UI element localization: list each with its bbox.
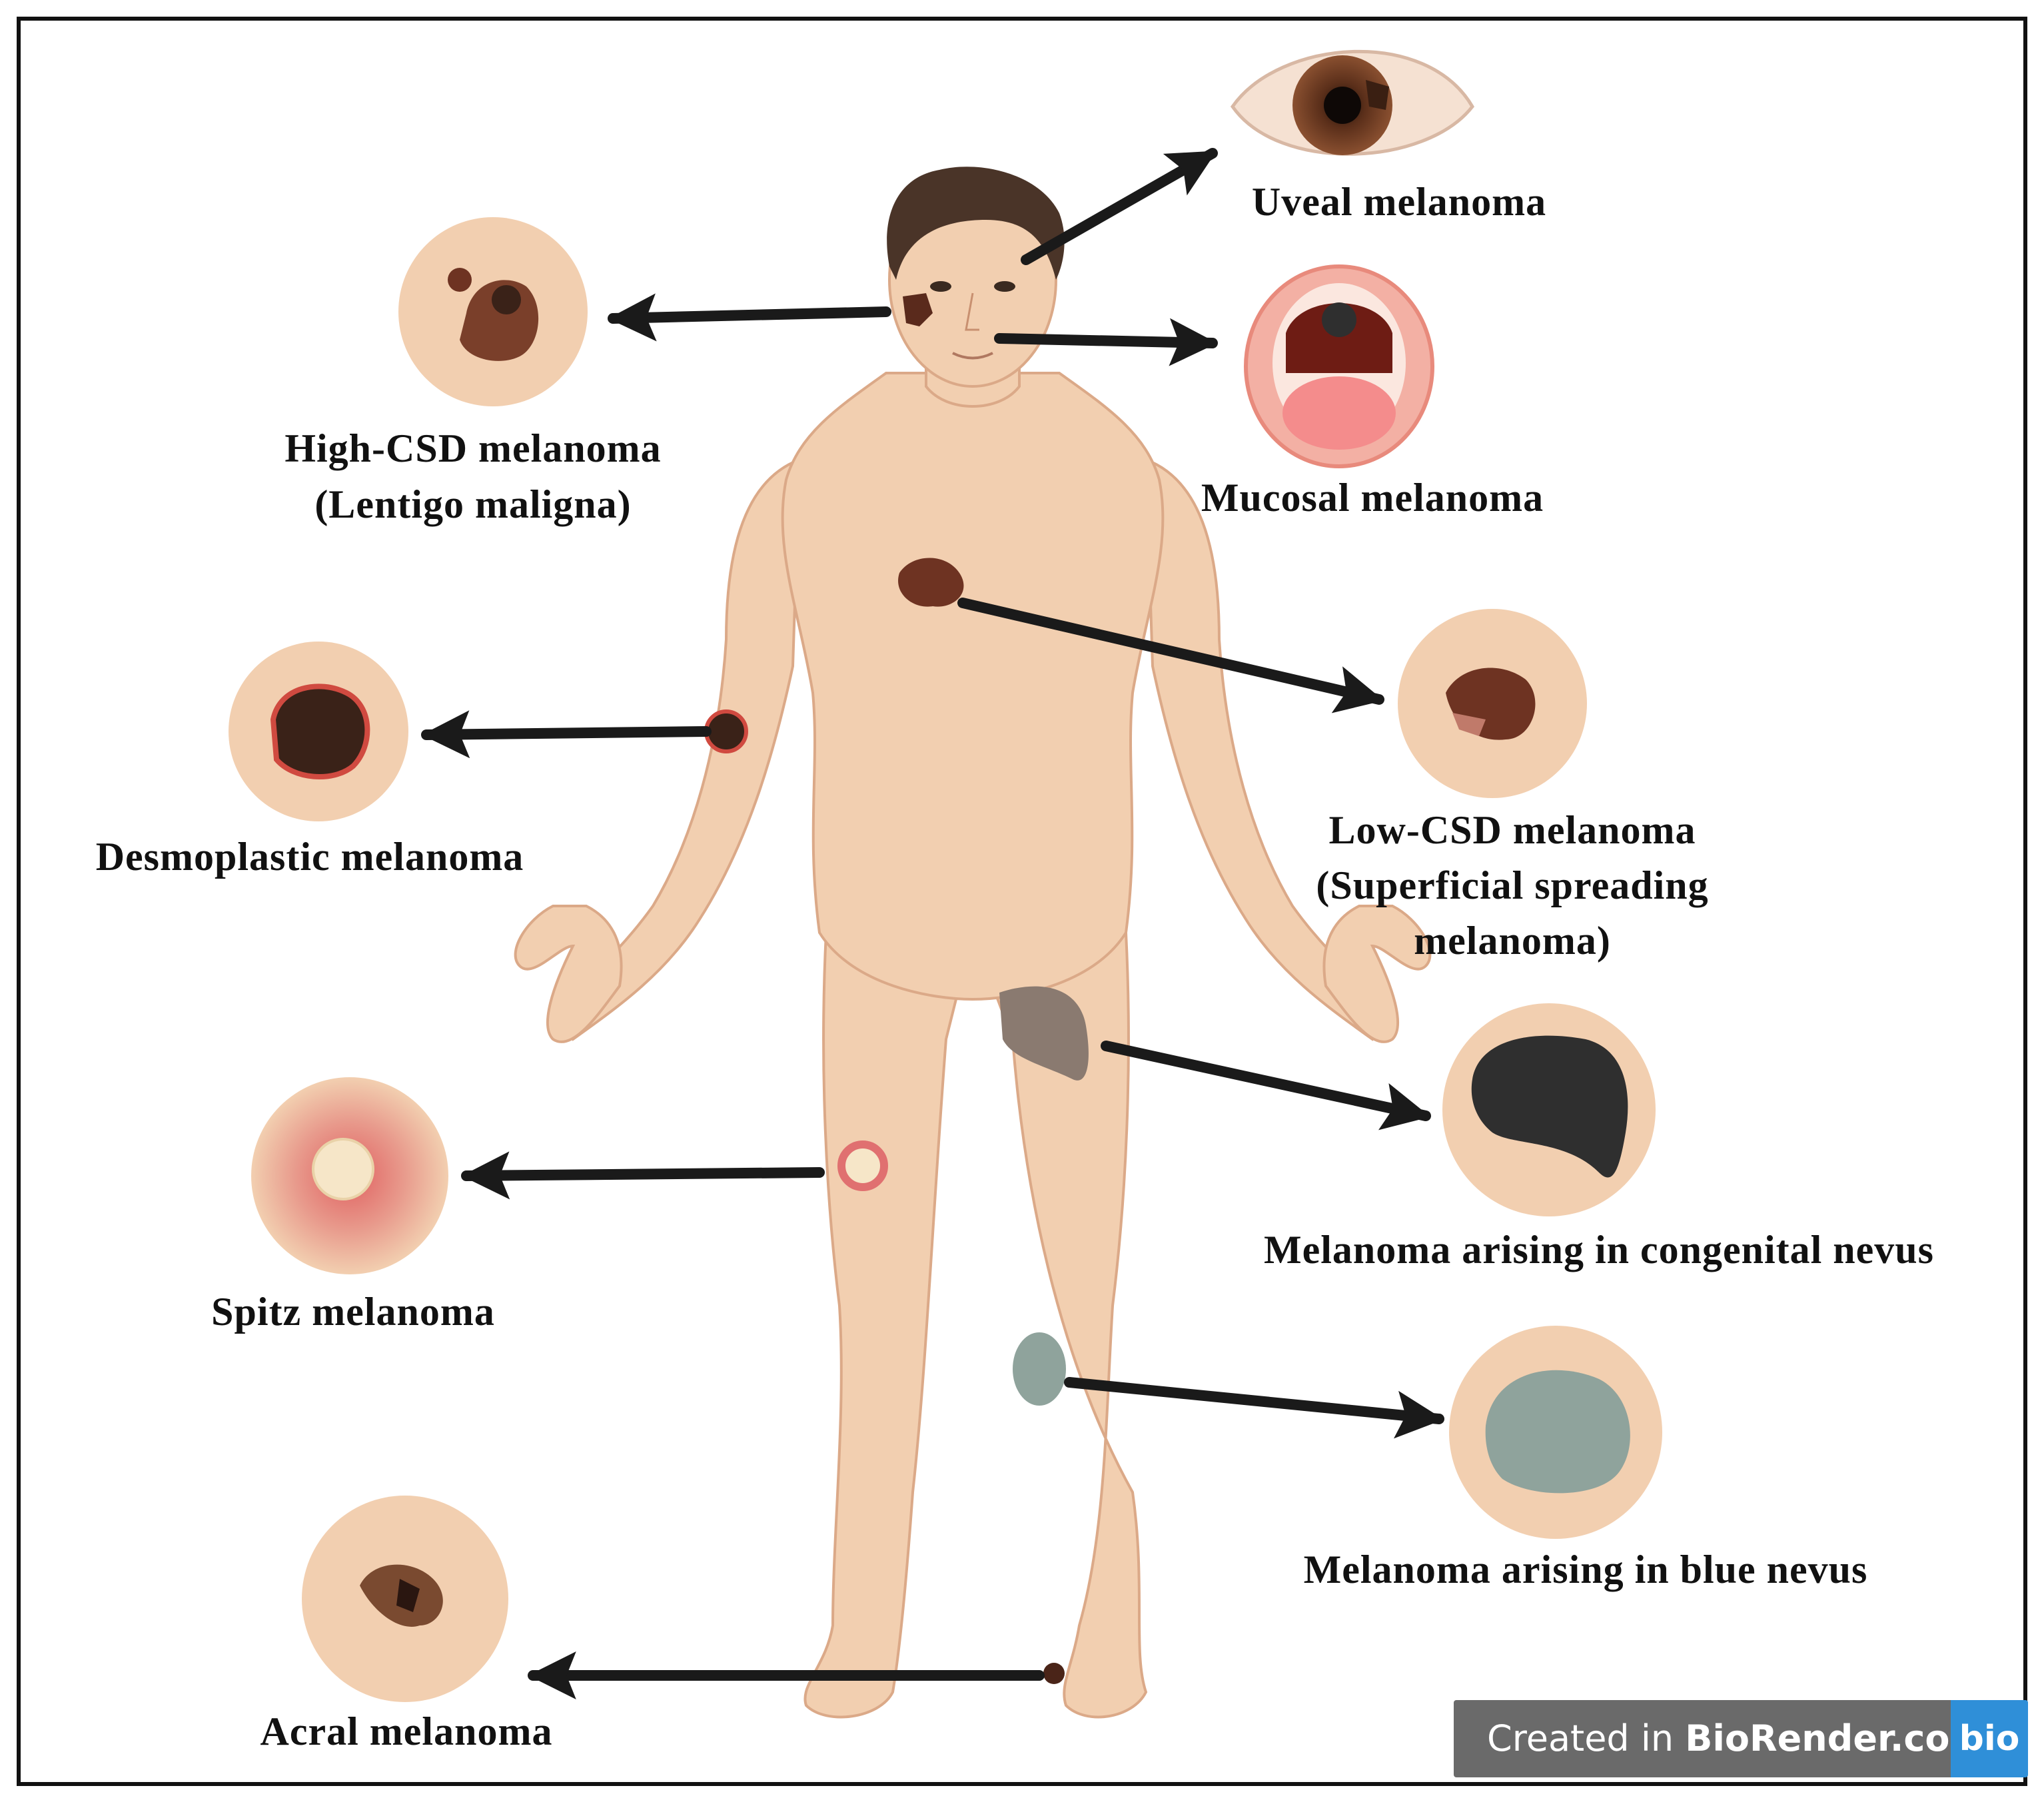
body-lesions: [704, 293, 1089, 1684]
foot-lesion: [1043, 1663, 1065, 1684]
torso: [781, 372, 1165, 1001]
knee-lesion: [837, 1140, 888, 1191]
right-hand: [514, 905, 623, 1043]
label-acral: Acral melanoma: [260, 1709, 553, 1753]
right-leg: [803, 931, 961, 1719]
congenital-circle: [1442, 1003, 1656, 1216]
badge-brand: BioRender.com: [1685, 1717, 1987, 1759]
label-low-csd-line3: melanoma): [1414, 919, 1611, 963]
hair: [887, 167, 1065, 280]
arrow-high-csd: [608, 293, 891, 342]
high-csd-circle: [398, 217, 588, 406]
frame-border: [17, 17, 2027, 1786]
label-uveal: Uveal melanoma: [1251, 180, 1547, 224]
biorender-logo-icon: bio: [1951, 1700, 2028, 1777]
uveal-eye-image: [1230, 50, 1475, 156]
low-csd-circle: [1398, 609, 1587, 798]
mouth: [952, 352, 993, 360]
mucosal-mouth-image: [1244, 264, 1434, 468]
arrow-mucosal: [994, 318, 1218, 366]
left-hand: [1322, 905, 1432, 1043]
badge-prefix: Created in: [1487, 1717, 1686, 1759]
badge-text: Created in BioRender.com: [1487, 1700, 1987, 1777]
arrows: [421, 148, 1444, 1699]
label-mucosal: Mucosal melanoma: [1201, 476, 1544, 520]
label-high-csd-line2: (Lentigo maligna): [314, 482, 632, 526]
arrow-low-csd: [957, 598, 1384, 713]
left-leg: [991, 931, 1148, 1719]
arm-lesion: [704, 709, 748, 753]
label-low-csd-line1: Low-CSD melanoma: [1328, 808, 1696, 852]
biorender-badge: Created in BioRender.com bio: [1454, 1700, 2028, 1777]
label-desmoplastic: Desmoplastic melanoma: [95, 835, 524, 879]
face-lesion: [903, 293, 933, 326]
label-spitz: Spitz melanoma: [211, 1290, 495, 1334]
left-eye: [994, 281, 1015, 292]
label-congenital: Melanoma arising in congenital nevus: [1263, 1228, 1935, 1272]
chest-lesion: [898, 558, 964, 607]
arrow-uveal: [1021, 148, 1218, 265]
arrow-congenital: [1101, 1041, 1431, 1130]
arrow-blue-nevus: [1064, 1377, 1444, 1439]
spitz-circle: [251, 1077, 448, 1274]
desmoplastic-circle: [229, 642, 408, 821]
label-low-csd-line2: (Superficial spreading: [1316, 863, 1709, 907]
acral-circle: [302, 1496, 508, 1702]
right-eye: [930, 281, 951, 292]
thigh-lesion: [999, 986, 1089, 1081]
nose: [965, 292, 979, 331]
arrow-spitz: [461, 1151, 825, 1200]
shin-lesion: [1013, 1332, 1066, 1406]
arrow-desmoplastic: [421, 710, 712, 759]
label-high-csd-line1: High-CSD melanoma: [284, 426, 662, 470]
blue-nevus-circle: [1449, 1326, 1662, 1539]
human-body-figure: [514, 167, 1432, 1719]
label-blue-nevus: Melanoma arising in blue nevus: [1303, 1548, 1868, 1591]
